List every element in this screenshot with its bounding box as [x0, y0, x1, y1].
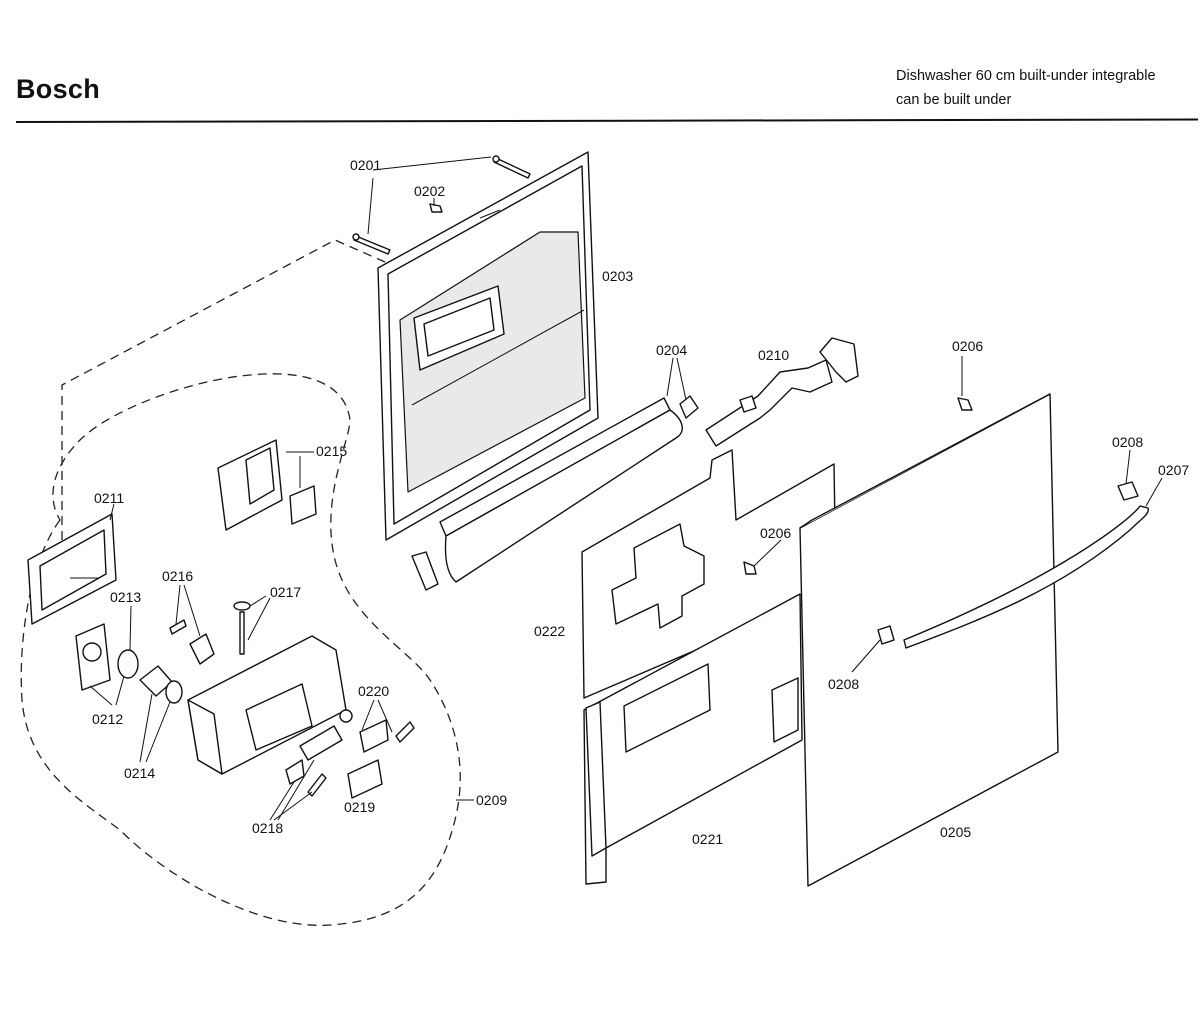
brand-title: Bosch — [16, 74, 101, 104]
label-0210: 0210 — [758, 347, 789, 363]
part-0219-switch — [347, 759, 383, 799]
part-0208-end-caps — [877, 481, 1139, 645]
part-0216-spring-lever — [169, 619, 215, 665]
part-0209-control-module — [187, 635, 347, 775]
part-0211-display-frame — [27, 513, 117, 625]
label-0206-top: 0206 — [952, 338, 983, 354]
part-0218-springs — [285, 725, 343, 797]
label-0208-top: 0208 — [1112, 434, 1143, 450]
label-0218: 0218 — [252, 820, 283, 836]
assembly-link-line — [61, 239, 386, 540]
label-0203: 0203 — [602, 268, 633, 284]
label-0202: 0202 — [414, 183, 445, 199]
part-0207-handle — [903, 505, 1149, 649]
model-description-line-1: Dishwasher 60 cm built-under integrable — [896, 68, 1156, 84]
part-0221-outer-panel — [583, 593, 803, 885]
part-0222-insulation-panel — [581, 449, 837, 699]
assembly-0209-boundary — [20, 373, 461, 926]
part-0212-switch-housing — [75, 623, 111, 691]
part-0215-cover-and-seal — [217, 439, 317, 531]
label-0208-mid: 0208 — [828, 676, 859, 692]
leader-lines — [70, 156, 1163, 821]
part-0203-inner-door — [377, 151, 599, 541]
label-0205: 0205 — [940, 824, 971, 840]
part-0201-screws — [352, 155, 531, 255]
label-0222: 0222 — [534, 623, 565, 639]
part-0205-front-panel — [799, 393, 1059, 887]
label-0209: 0209 — [476, 792, 507, 808]
label-0201: 0201 — [350, 157, 381, 173]
label-0220: 0220 — [358, 683, 389, 699]
label-0214: 0214 — [124, 765, 155, 781]
label-0213: 0213 — [110, 589, 141, 605]
model-description-line-2: can be built under — [896, 92, 1012, 108]
part-0214-dispenser-nozzle — [139, 665, 183, 704]
label-0215: 0215 — [316, 443, 347, 459]
part-0220-latch-parts — [339, 709, 415, 753]
model-description: Dishwasher 60 cm built-under integrable … — [896, 64, 1156, 112]
label-0221: 0221 — [692, 831, 723, 847]
part-0206-screws — [743, 397, 973, 575]
label-0204: 0204 — [656, 342, 687, 358]
label-0217: 0217 — [270, 584, 301, 600]
label-0219: 0219 — [344, 799, 375, 815]
label-0211: 0211 — [94, 490, 124, 506]
part-0204-seal-strip — [411, 395, 699, 591]
label-0207: 0207 — [1158, 462, 1189, 478]
part-0217-pin — [233, 601, 251, 655]
label-0206-mid: 0206 — [760, 525, 791, 541]
label-0212: 0212 — [92, 711, 123, 727]
part-0213-ring — [117, 649, 139, 679]
part-0210-hinge-bracket — [705, 337, 859, 447]
part-0202-clip — [429, 203, 443, 213]
label-0216: 0216 — [162, 568, 193, 584]
